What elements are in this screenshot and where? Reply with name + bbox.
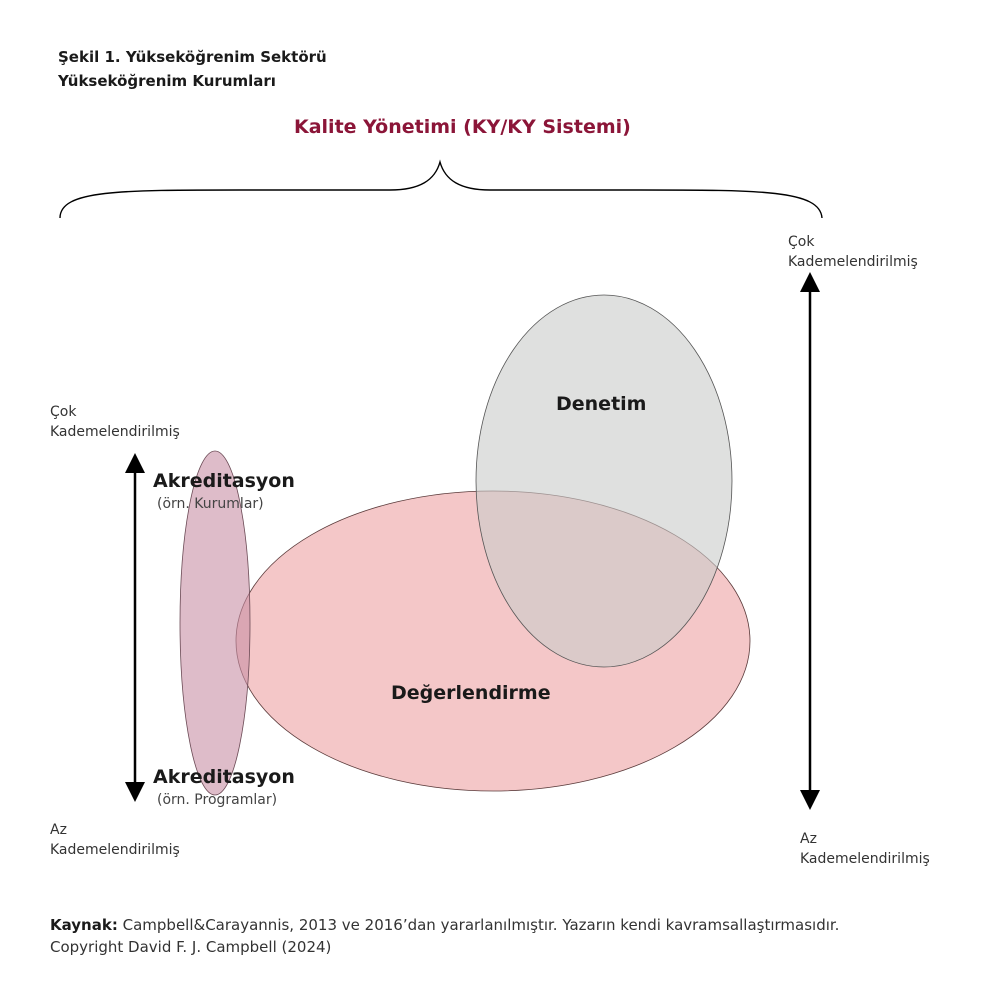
audit-ellipse bbox=[475, 294, 733, 668]
audit-label: Denetim bbox=[556, 393, 647, 415]
right-axis-bottom-line2: Kademelendirilmiş bbox=[800, 851, 930, 867]
left-axis-bottom-line1: Az bbox=[50, 822, 67, 838]
right-axis-top-line1: Çok bbox=[788, 234, 815, 250]
left-axis-bottom-line2: Kademelendirilmiş bbox=[50, 842, 180, 858]
curly-brace bbox=[59, 159, 823, 219]
accreditation-top-label: Akreditasyon bbox=[153, 470, 295, 492]
source-text: Campbell&Carayannis, 2013 ve 2016’dan ya… bbox=[122, 916, 840, 934]
figure-heading-line1: Şekil 1. Yükseköğrenim Sektörü bbox=[58, 48, 327, 66]
main-title: Kalite Yönetimi (KY/KY Sistemi) bbox=[294, 116, 631, 138]
accreditation-top-sub: (örn. Kurumlar) bbox=[157, 496, 264, 512]
source-line: Kaynak: Campbell&Carayannis, 2013 ve 201… bbox=[50, 914, 839, 936]
accreditation-ellipse bbox=[179, 450, 251, 796]
source-label: Kaynak: bbox=[50, 916, 118, 934]
accreditation-bottom-sub: (örn. Programlar) bbox=[157, 792, 278, 808]
right-axis-top-line2: Kademelendirilmiş bbox=[788, 254, 918, 270]
left-axis-top-line1: Çok bbox=[50, 404, 77, 420]
evaluation-label: Değerlendirme bbox=[391, 682, 551, 704]
copyright-line: Copyright David F. J. Campbell (2024) bbox=[50, 938, 332, 956]
right-axis-bottom-line1: Az bbox=[800, 831, 817, 847]
left-axis-top-line2: Kademelendirilmiş bbox=[50, 424, 180, 440]
figure-heading-line2: Yükseköğrenim Kurumları bbox=[58, 72, 276, 90]
accreditation-bottom-label: Akreditasyon bbox=[153, 766, 295, 788]
